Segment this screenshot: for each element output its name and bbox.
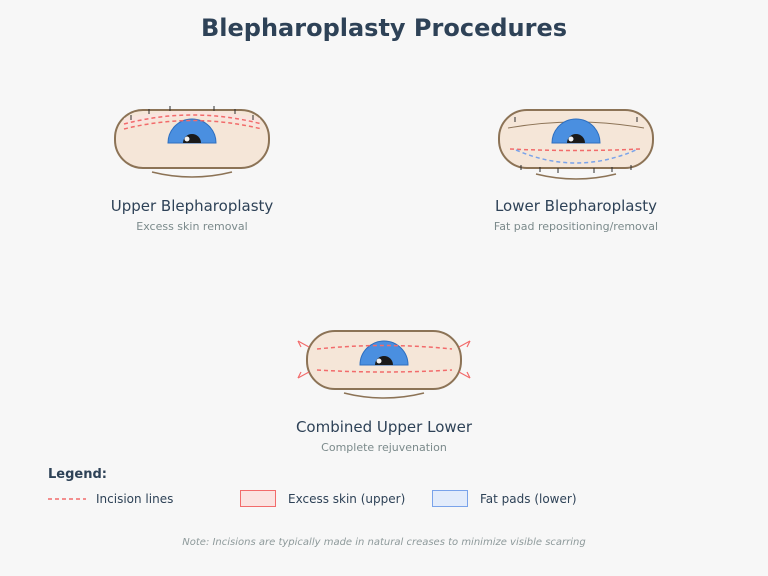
lower-incision-line: [509, 148, 641, 152]
lower-lashes: [520, 165, 632, 173]
lower-incision-line: [316, 369, 453, 373]
combined-blepharoplasty-description: Complete rejuvenation: [321, 441, 447, 454]
upper-lashes: [514, 117, 638, 122]
lower-blepharoplasty-description: Fat pad repositioning/removal: [493, 220, 659, 233]
lower-blepharoplasty-label: Lower Blepharoplasty: [494, 197, 658, 215]
legend-incision-lines: Incision lines: [96, 492, 174, 506]
upper-incision-line-2: [123, 119, 263, 130]
combined-blepharoplasty-eye: [297, 330, 471, 399]
upper-incision-line-1: [123, 114, 263, 125]
lower-blepharoplasty-eye: [498, 109, 654, 180]
legend-title: Legend:: [48, 467, 107, 482]
lower-lid-crease: [535, 173, 617, 180]
upper-lashes: [130, 106, 254, 120]
excess-skin-swatch: [240, 490, 276, 507]
iris: [551, 118, 601, 144]
pupil-highlight: [568, 136, 574, 142]
footnote: Note: Incisions are typically made in na…: [182, 537, 586, 548]
fat-pad-outline: [515, 149, 637, 164]
incision-extension-marks: [297, 340, 471, 379]
page-title: Blepharoplasty Procedures: [200, 14, 568, 42]
lower-lid-crease: [151, 171, 233, 178]
pupil-highlight: [376, 358, 382, 364]
upper-incision-line: [316, 344, 453, 350]
upper-blepharoplasty-label: Upper Blepharoplasty: [110, 197, 274, 215]
lower-lid-crease: [343, 392, 425, 399]
legend-excess-skin: Excess skin (upper): [288, 492, 406, 506]
iris: [167, 118, 217, 144]
upper-blepharoplasty-description: Excess skin removal: [136, 220, 248, 233]
upper-blepharoplasty-eye: [114, 106, 270, 178]
fat-pads-swatch: [432, 490, 468, 507]
incision-line-swatch: [48, 498, 86, 500]
combined-blepharoplasty-label: Combined Upper Lower: [295, 418, 473, 436]
iris: [359, 340, 409, 366]
excess-skin-region: [124, 111, 260, 128]
legend-fat-pads: Fat pads (lower): [480, 492, 577, 506]
pupil-highlight: [184, 136, 190, 142]
